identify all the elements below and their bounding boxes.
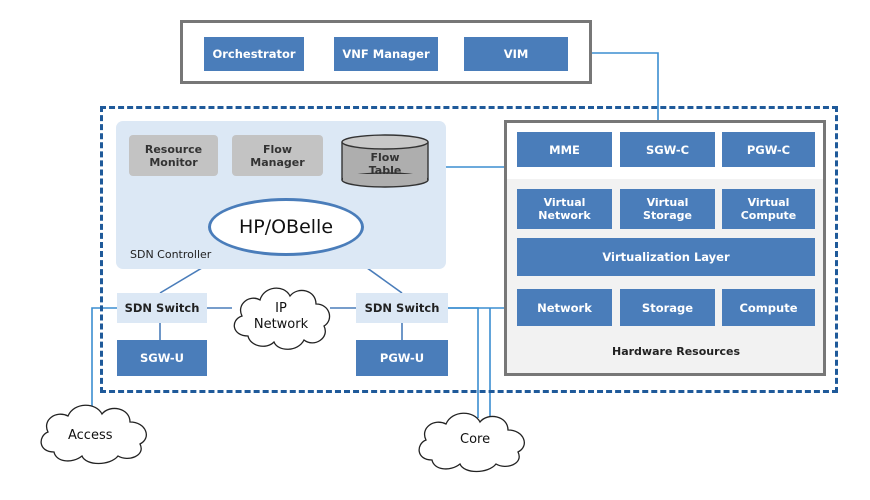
vnf-manager-label: VNF Manager [342,47,429,61]
left-sdn-switch-label: SDN Switch [125,301,200,315]
resource-monitor-label: Resource Monitor [139,143,209,169]
controller-name-ellipse: HP/OBelle [208,198,364,256]
controller-name-label: HP/OBelle [239,216,333,238]
sgw-c-label: SGW-C [646,143,689,157]
orchestrator-box: Orchestrator [204,37,304,71]
virtual-network-label: Virtual Network [535,196,595,222]
virtual-network-box: Virtual Network [517,189,612,229]
left-sdn-switch: SDN Switch [117,293,207,323]
flow-table-label: Flow Table [365,151,405,177]
network-label: Network [537,301,592,315]
pgw-u-box: PGW-U [356,340,448,376]
storage-box: Storage [620,289,715,326]
virtual-compute-label: Virtual Compute [737,196,801,222]
virtual-storage-label: Virtual Storage [638,196,698,222]
vnf-manager-box: VNF Manager [334,37,438,71]
virtual-storage-box: Virtual Storage [620,189,715,229]
ip-network-text: IP Network [246,301,316,333]
pgw-c-box: PGW-C [722,132,815,167]
right-sdn-switch-label: SDN Switch [365,301,440,315]
storage-label: Storage [642,301,693,315]
flow-table-text: Flow Table [341,148,429,180]
sgw-u-label: SGW-U [140,351,184,365]
compute-label: Compute [739,301,797,315]
compute-box: Compute [722,289,815,326]
core-label: Core [460,432,490,448]
virtualization-layer-box: Virtualization Layer [517,238,815,276]
sgw-c-box: SGW-C [620,132,715,167]
right-sdn-switch: SDN Switch [356,293,448,323]
flow-manager-box: Flow Manager [232,135,323,176]
mme-box: MME [517,132,612,167]
pgw-c-label: PGW-C [747,143,790,157]
sgw-u-box: SGW-U [117,340,207,376]
vim-box: VIM [464,37,568,71]
pgw-u-label: PGW-U [380,351,424,365]
virtualization-layer-label: Virtualization Layer [602,250,729,264]
access-label: Access [68,428,113,444]
sdn-controller-caption: SDN Controller [130,248,211,261]
network-box: Network [517,289,612,326]
virtual-compute-box: Virtual Compute [722,189,815,229]
flow-manager-label: Flow Manager [248,143,308,169]
orchestrator-label: Orchestrator [212,47,295,61]
hardware-resources-caption: Hardware Resources [612,345,740,358]
vim-label: VIM [504,47,529,61]
mme-label: MME [549,143,580,157]
resource-monitor-box: Resource Monitor [129,135,218,176]
ip-network-label: IP Network [251,301,311,333]
